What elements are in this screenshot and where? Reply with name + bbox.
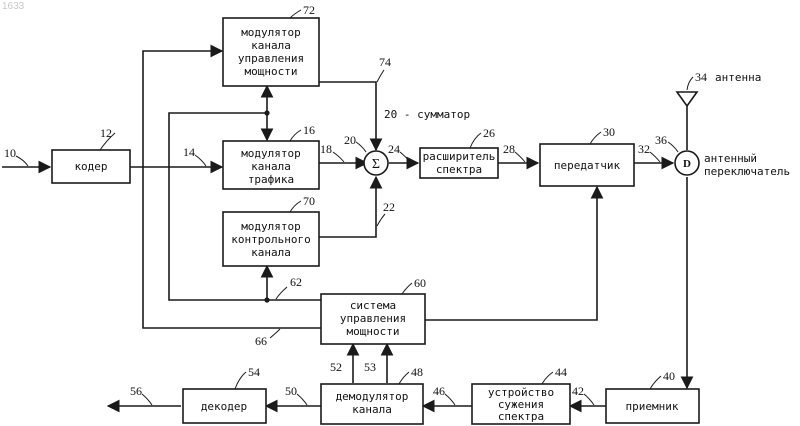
ref-53: 53 [364,360,376,374]
ref-52: 52 [330,360,342,374]
demodulator-block: демодулятор канала [321,384,423,424]
page-id: 1633 [2,1,25,12]
ref-36: 36 [655,133,667,147]
spreader-label-2: спектра [436,163,482,176]
sys-to-tx-wire [425,187,597,320]
ref-14: 14 [183,145,195,159]
ref-42: 42 [572,384,584,398]
summer-note: 20 - сумматор [384,108,470,121]
despreader-label-3: спектра [498,410,544,423]
power-control-modulator-block: модулятор канала управления мощности [223,18,319,86]
ref-22: 22 [383,200,395,214]
ref-72: 72 [303,3,315,17]
ref-74: 74 [379,55,391,69]
decoder-block: декодер [183,389,266,423]
summer: Σ [364,151,388,175]
spreader-label-1: расширитель [423,150,496,163]
receiver-block: приемник [606,389,699,423]
switch-label-1: антенный [704,152,757,165]
coder-label: кодер [74,160,107,173]
ref-18: 18 [320,142,332,156]
summer-symbol: Σ [372,157,380,172]
spreader-block: расширитель спектра [420,148,498,178]
ref-50: 50 [285,384,297,398]
wires [2,51,687,406]
coder-block: кодер [52,150,130,183]
ref-70: 70 [303,194,315,208]
ref-46: 46 [433,384,445,398]
switch-symbol: D [683,158,691,170]
ref-54: 54 [248,365,260,379]
receiver-label: приемник [626,400,679,413]
antenna-switch: D [675,151,699,175]
pc-sys-label-3: мощности [347,325,400,338]
demod-label-2: канала [352,403,392,416]
ref-66: 66 [255,334,267,348]
traffic-mod-label-2: канала [251,160,291,173]
ref-60: 60 [414,276,426,290]
ref-28: 28 [503,142,515,156]
pc-sys-label-1: система [350,299,396,312]
pc-mod-label-4: мощности [245,65,298,78]
ref-16: 16 [303,123,315,137]
pc-mod-label-2: канала [251,39,291,52]
ref-40: 40 [663,369,675,383]
ref-24: 24 [388,142,400,156]
switch-label-2: переключатель [704,165,790,178]
pc-mod-label-1: модулятор [241,26,301,39]
ref-44: 44 [555,365,567,379]
junction-dot-bottom [264,297,269,302]
junction-dot-top [264,110,269,115]
pilot-modulator-block: модулятор контрольного канала [223,212,319,266]
traffic-modulator-block: модулятор канала трафика [223,141,319,189]
pilot-mod-label-3: канала [251,246,291,259]
demod-label-1: демодулятор [336,390,409,403]
pc-sys-label-2: управления [340,312,406,325]
ref-56: 56 [130,384,142,398]
ref-32: 32 [638,142,650,156]
ref-62: 62 [290,275,302,289]
ref-48: 48 [411,365,423,379]
ref-30: 30 [603,125,615,139]
transmitter-block: передатчик [540,144,634,186]
transmitter-label: передатчик [554,159,621,172]
pilot-to-summer-wire [319,177,376,237]
ref-10: 10 [4,146,16,160]
pilot-mod-label-2: контрольного [231,233,310,246]
power-control-system-block: система управления мощности [321,294,425,344]
antenna-icon [677,92,697,106]
pc-mod-label-3: управления [238,52,304,65]
traffic-mod-label-3: трафика [248,173,294,186]
traffic-mod-label-1: модулятор [241,147,301,160]
ref-34: 34 [695,70,707,84]
pilot-mod-label-1: модулятор [241,220,301,233]
ref-26: 26 [483,126,495,140]
decoder-label: декодер [201,400,247,413]
antenna-label: антенна [715,71,761,84]
ref-20: 20 [344,133,356,147]
despreader-block: устройство сужения спектра [472,384,570,424]
